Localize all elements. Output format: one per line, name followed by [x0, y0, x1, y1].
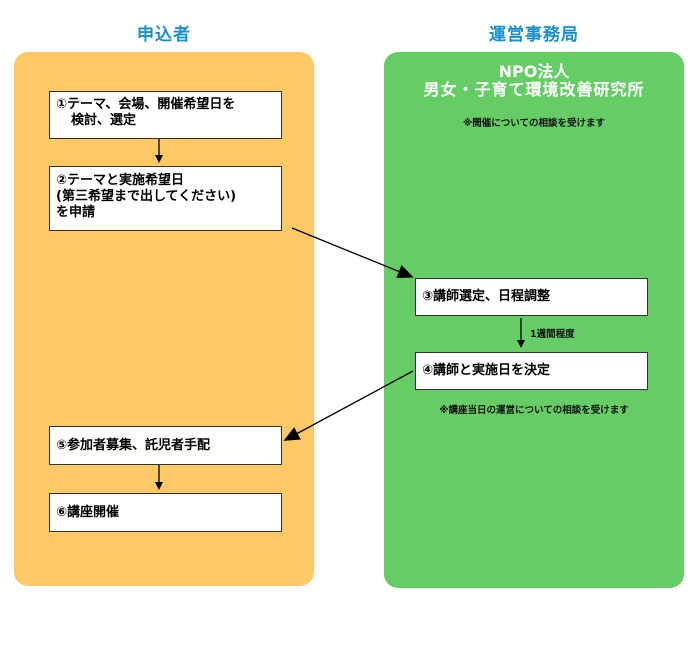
organization-name: 男女・子育て環境改善研究所: [423, 80, 645, 99]
step-4-label: ④講師と実施日を決定: [422, 363, 551, 378]
step-5-label: ⑤参加者募集、託児者手配: [56, 438, 211, 453]
office-lane-title: 運営事務局: [489, 25, 579, 45]
step-1-line-2: 検討、選定: [71, 113, 137, 128]
step-6-box: ⑥講座開催: [49, 493, 282, 532]
step-2-box: ②テーマと実施希望日 (第三希望まで出してください) を申請: [49, 166, 282, 231]
office-lane: [384, 52, 684, 588]
consult-note: ※開催についての相談を受けます: [463, 118, 605, 129]
duration-note: 1週間程度: [530, 329, 575, 340]
step-5-box: ⑤参加者募集、託児者手配: [49, 426, 282, 465]
applicant-lane-title: 申込者: [137, 25, 191, 45]
step-1-line-1: ①テーマ、会場、開催希望日を: [56, 97, 236, 112]
step-1-box: ①テーマ、会場、開催希望日を 検討、選定: [49, 91, 282, 139]
step-2-line-2: (第三希望まで出してください): [56, 189, 237, 204]
step-3-box: ③講師選定、日程調整: [415, 278, 648, 316]
step-4-box: ④講師と実施日を決定: [415, 352, 648, 390]
operation-note: ※講座当日の運営についての相談を受けます: [439, 405, 629, 416]
step-3-label: ③講師選定、日程調整: [422, 289, 551, 304]
step-2-line-1: ②テーマと実施希望日: [56, 173, 185, 188]
organization-type: NPO法人: [498, 62, 570, 81]
step-2-line-3: を申請: [56, 205, 96, 220]
step-6-label: ⑥講座開催: [56, 505, 120, 520]
